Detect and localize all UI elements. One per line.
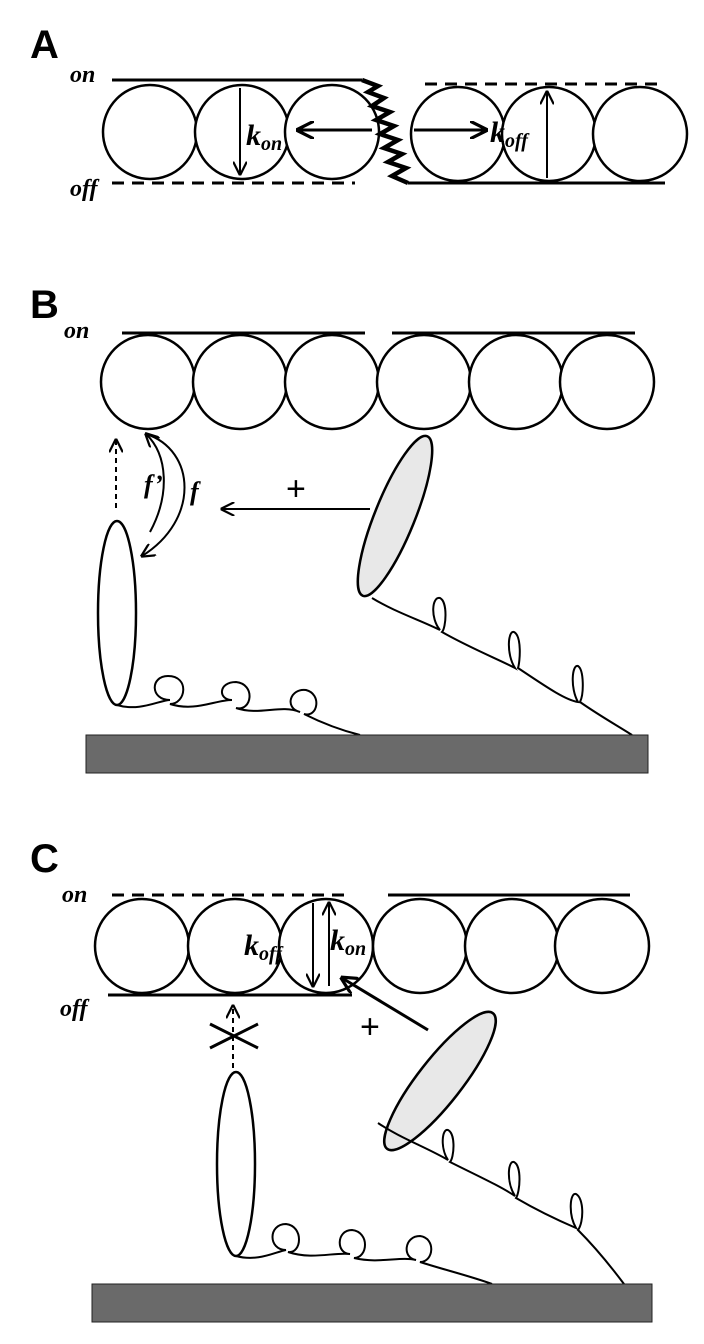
panel-b-subunit-5: [467, 333, 565, 431]
panel-b-detached-head: [96, 519, 138, 707]
panel-c-off-label: off: [60, 996, 90, 1022]
panel-c-label: C: [30, 837, 59, 881]
panel-b-subunit-3: [283, 333, 381, 431]
panel-c-koff-label: koff: [244, 929, 284, 965]
panel-b-subunit-6: [558, 333, 656, 431]
panel-a-on-label: on: [70, 62, 95, 88]
panel-a-subunit-6: [591, 85, 689, 183]
panel-b-plus-label: +: [286, 470, 306, 508]
panel-c-substrate: [91, 1283, 653, 1323]
panel-c-on-label: on: [62, 882, 87, 908]
panel-b-label: B: [30, 283, 59, 327]
panel-a-subunit-3: [283, 83, 381, 181]
panel-b-f-label: f: [190, 477, 201, 506]
panel-b-f-prime-arrow: [146, 434, 165, 533]
panel-b-f-prime-label: f’: [144, 470, 163, 499]
panel-c-kon-label: kon: [330, 924, 366, 960]
panel-c-activation-arrow: [342, 978, 429, 1032]
panel-a-subunit-2: [193, 83, 291, 181]
panel-b-left-tail: [116, 674, 361, 736]
panel-c-attached-head: [383, 1010, 497, 1152]
panel-c-left-tail: [235, 1222, 493, 1285]
panel-a-kon-label: kon: [246, 119, 282, 155]
panel-c: C on off koff kon +: [30, 837, 653, 1323]
panel-a-zigzag-link: [361, 77, 412, 186]
panel-c-subunit-6: [553, 897, 651, 995]
panel-c-plus-label: +: [360, 1008, 380, 1046]
panel-b-subunit-4: [375, 333, 473, 431]
panel-c-subunit-4: [371, 897, 469, 995]
panel-c-subunit-5: [463, 897, 561, 995]
panel-a-subunit-1: [101, 83, 199, 181]
panel-b: B on f’ f +: [30, 283, 656, 774]
panel-a-koff-label: koff: [490, 116, 530, 152]
panel-b-subunit-1: [99, 333, 197, 431]
panel-b-substrate: [85, 734, 649, 774]
panel-c-detached-head: [215, 1070, 257, 1258]
panel-b-subunit-2: [191, 333, 289, 431]
panel-c-block-x-stroke-2: [209, 1022, 259, 1050]
panel-a-off-label: off: [70, 176, 100, 202]
panel-b-attached-head: [356, 434, 434, 598]
panel-c-right-tail: [377, 1122, 625, 1285]
panel-b-on-label: on: [64, 318, 89, 344]
panel-b-f-arrow: [142, 433, 186, 556]
panel-a-label: A: [30, 23, 59, 67]
panel-c-subunit-1: [93, 897, 191, 995]
panel-b-right-tail: [371, 597, 633, 736]
panel-a: A on off kon koff: [30, 23, 689, 202]
